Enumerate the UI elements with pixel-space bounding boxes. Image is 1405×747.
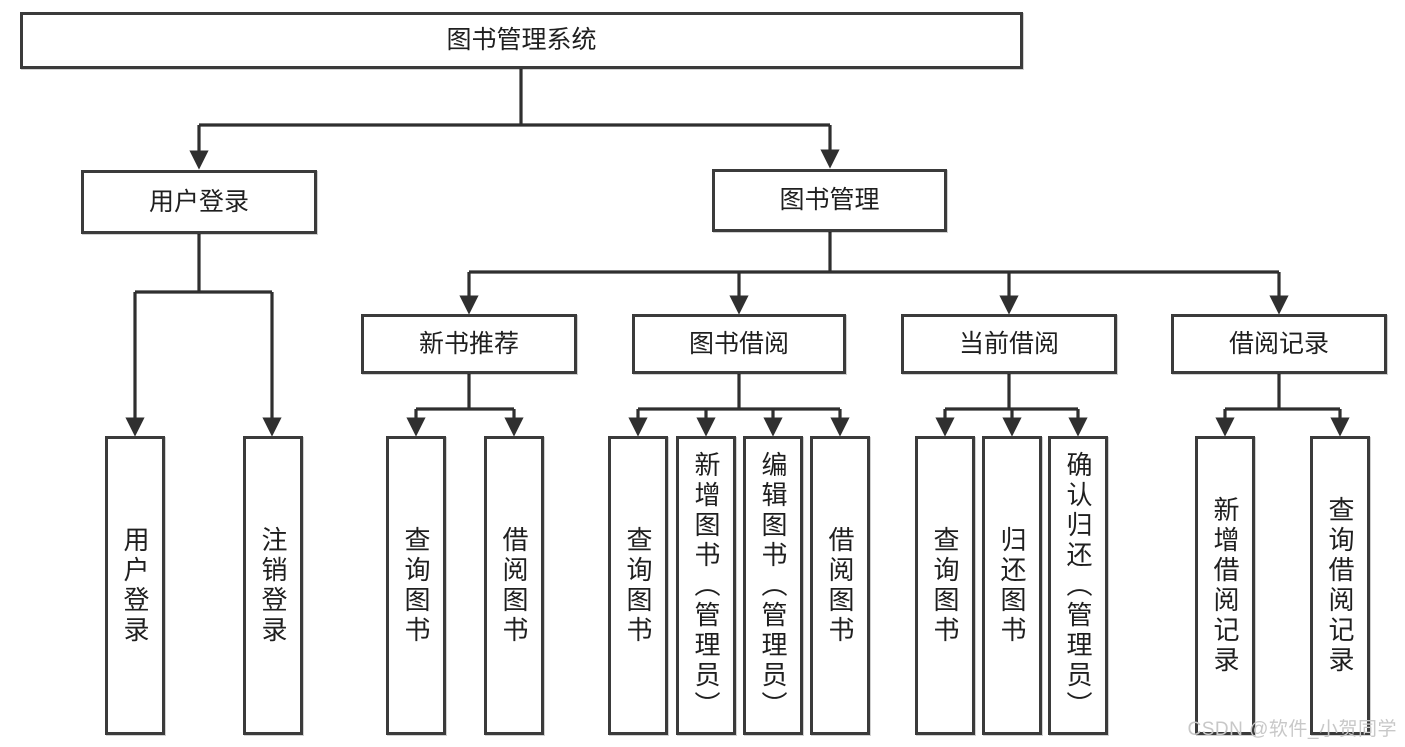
node-leaf-query-book-1-label: 查询图书 xyxy=(401,525,431,646)
node-root-label: 图书管理系统 xyxy=(446,26,597,55)
node-leaf-user-login[interactable]: 用户登录 xyxy=(105,436,165,735)
node-leaf-borrow-book-2[interactable]: 借阅图书 xyxy=(810,436,870,735)
csdn-watermark: CSDN @软件_小贺同学 xyxy=(1187,719,1397,740)
node-book-borrow[interactable]: 图书借阅 xyxy=(632,314,846,374)
node-leaf-edit-book-label: 编辑图书（管理员） xyxy=(758,450,788,721)
node-leaf-add-book-label: 新增图书（管理员） xyxy=(691,450,721,721)
node-root[interactable]: 图书管理系统 xyxy=(20,12,1023,69)
node-current-borrow-label: 当前借阅 xyxy=(958,329,1059,358)
node-leaf-query-record-label: 查询借阅记录 xyxy=(1325,495,1355,676)
node-borrow-record[interactable]: 借阅记录 xyxy=(1171,314,1387,374)
node-leaf-add-record-label: 新增借阅记录 xyxy=(1210,495,1240,676)
node-leaf-query-book-3[interactable]: 查询图书 xyxy=(915,436,975,735)
node-leaf-borrow-book-1-label: 借阅图书 xyxy=(499,525,529,646)
node-leaf-query-book-2[interactable]: 查询图书 xyxy=(608,436,668,735)
node-current-borrow[interactable]: 当前借阅 xyxy=(901,314,1117,374)
node-leaf-return-book[interactable]: 归还图书 xyxy=(982,436,1042,735)
node-user-login[interactable]: 用户登录 xyxy=(81,170,317,234)
node-book-manage-label: 图书管理 xyxy=(779,186,880,215)
node-leaf-confirm-return-label: 确认归还（管理员） xyxy=(1063,450,1093,721)
node-new-book-rec[interactable]: 新书推荐 xyxy=(361,314,577,374)
node-leaf-add-book[interactable]: 新增图书（管理员） xyxy=(676,436,736,735)
node-book-borrow-label: 图书借阅 xyxy=(688,329,789,358)
node-borrow-record-label: 借阅记录 xyxy=(1228,329,1329,358)
node-leaf-query-record[interactable]: 查询借阅记录 xyxy=(1310,436,1370,735)
node-leaf-user-login-label: 用户登录 xyxy=(120,525,150,646)
node-leaf-add-record[interactable]: 新增借阅记录 xyxy=(1195,436,1255,735)
node-leaf-borrow-book-2-label: 借阅图书 xyxy=(825,525,855,646)
node-leaf-query-book-2-label: 查询图书 xyxy=(623,525,653,646)
node-leaf-borrow-book-1[interactable]: 借阅图书 xyxy=(484,436,544,735)
node-user-login-label: 用户登录 xyxy=(148,187,249,216)
node-leaf-query-book-1[interactable]: 查询图书 xyxy=(386,436,446,735)
node-leaf-query-book-3-label: 查询图书 xyxy=(930,525,960,646)
node-leaf-user-logout[interactable]: 注销登录 xyxy=(243,436,303,735)
node-new-book-rec-label: 新书推荐 xyxy=(418,329,519,358)
node-leaf-edit-book[interactable]: 编辑图书（管理员） xyxy=(743,436,803,735)
node-leaf-confirm-return[interactable]: 确认归还（管理员） xyxy=(1048,436,1108,735)
node-leaf-user-logout-label: 注销登录 xyxy=(258,525,288,646)
node-leaf-return-book-label: 归还图书 xyxy=(997,525,1027,646)
node-book-manage[interactable]: 图书管理 xyxy=(712,169,947,232)
